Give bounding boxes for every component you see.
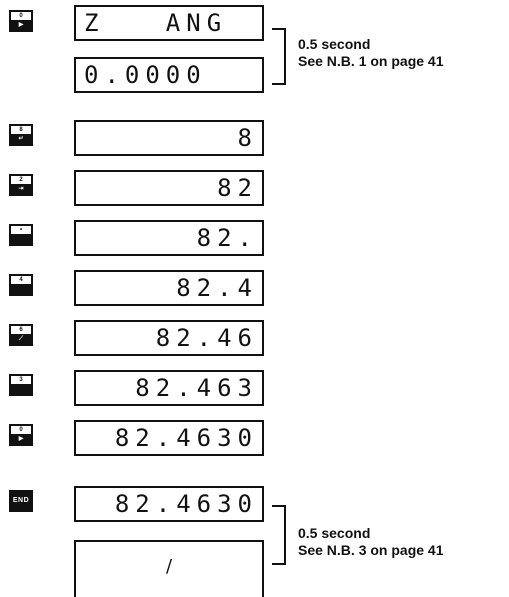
key-bottom-label: ⟋ (11, 334, 31, 344)
key-bottom-label: ⇥ (11, 184, 31, 194)
display-zero: 0.0000 (74, 57, 264, 93)
key-four-button[interactable]: 4 (9, 274, 33, 296)
step-row-3: 8 ↵ 8 (0, 116, 509, 156)
note-1-line2: See N.B. 1 on page 41 (298, 53, 444, 69)
key-top-label: 4 (19, 277, 23, 283)
display-82-4: 82.4 (74, 270, 264, 306)
display-slash-segment: / (166, 556, 179, 577)
key-point-button[interactable]: • (9, 224, 33, 246)
key-bottom-label (11, 234, 31, 244)
display-82: 82 (74, 170, 264, 206)
note-1: 0.5 second See N.B. 1 on page 41 (298, 36, 444, 70)
step-row-8: 3 82.463 (0, 366, 509, 406)
bracket-2 (272, 505, 286, 565)
key-two-button[interactable]: 2 ⇥ (9, 174, 33, 196)
key-eight-button[interactable]: 8 ↵ (9, 124, 33, 146)
key-top-label: 0 (19, 427, 23, 433)
display-82-46: 82.46 (74, 320, 264, 356)
key-bottom-label (11, 284, 31, 294)
key-zero-2-button[interactable]: 0 ▶ (9, 424, 33, 446)
key-three-button[interactable]: 3 (9, 374, 33, 396)
display-82-4630-end: 82.4630 (74, 486, 264, 522)
bracket-1 (272, 28, 286, 85)
key-bottom-label: ↵ (11, 134, 31, 144)
key-top-label: 6 (19, 327, 23, 333)
note-1-line1: 0.5 second (298, 36, 371, 52)
step-row-2: 0.0000 (0, 54, 509, 94)
key-top-label: 2 (19, 177, 23, 183)
key-zero-button[interactable]: 0 ▶ (9, 10, 33, 32)
step-row-4: 2 ⇥ 82 (0, 166, 509, 206)
display-blank: / (74, 540, 264, 597)
key-bottom-label (11, 384, 31, 394)
key-top-label: 0 (19, 13, 23, 19)
note-2: 0.5 second See N.B. 3 on page 41 (298, 525, 444, 559)
key-bottom-label: ▶ (11, 434, 31, 444)
step-row-10: END 82.4630 (0, 482, 509, 522)
display-8: 8 (74, 120, 264, 156)
key-end-button[interactable]: END (9, 490, 33, 512)
step-row-1: 0 ▶ Z ANG (0, 2, 509, 42)
key-end-label: END (12, 497, 30, 504)
key-bottom-label: ▶ (11, 20, 31, 30)
display-82-4630: 82.4630 (74, 420, 264, 456)
step-row-7: 6 ⟋ 82.46 (0, 316, 509, 356)
key-top-label: • (19, 227, 23, 233)
display-82-463: 82.463 (74, 370, 264, 406)
step-row-9: 0 ▶ 82.4630 (0, 416, 509, 456)
note-2-line2: See N.B. 3 on page 41 (298, 542, 444, 558)
step-row-6: 4 82.4 (0, 266, 509, 306)
note-2-line1: 0.5 second (298, 525, 371, 541)
key-top-label: 8 (19, 127, 23, 133)
key-top-label: 3 (19, 377, 23, 383)
display-82-point: 82. (74, 220, 264, 256)
step-row-5: • 82. (0, 216, 509, 256)
display-z-ang: Z ANG (74, 5, 264, 41)
key-six-button[interactable]: 6 ⟋ (9, 324, 33, 346)
